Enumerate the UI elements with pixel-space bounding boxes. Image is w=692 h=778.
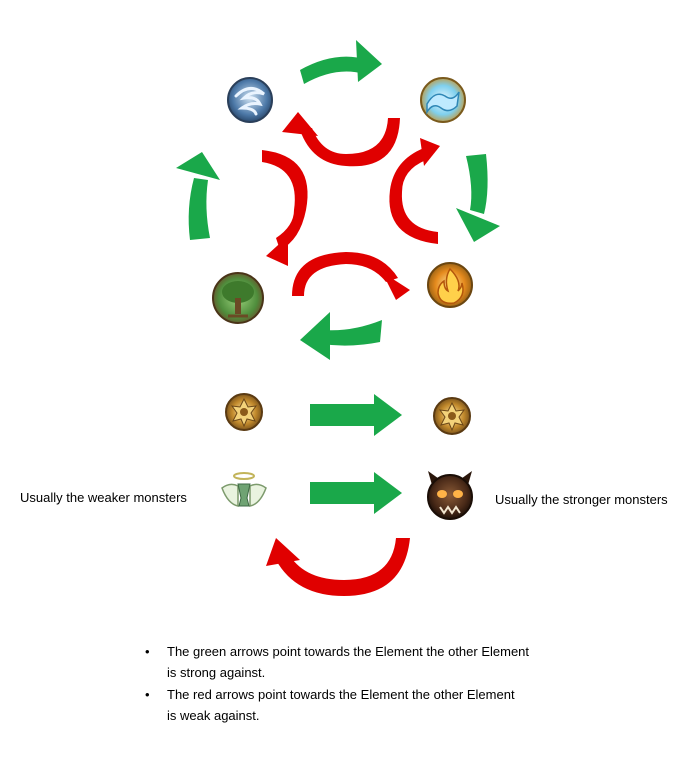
green-arrow-earth-to-wind: [176, 152, 220, 240]
bullet-icon: •: [145, 644, 150, 659]
green-arrow-light-to-light: [310, 394, 402, 436]
green-arrow-wind-to-water: [300, 40, 382, 84]
winged-chalice-icon: [221, 472, 267, 507]
red-arrow-fire-to-water: [389, 138, 440, 244]
green-arrow-fire-to-earth: [300, 312, 382, 360]
tree-icon: [212, 272, 264, 324]
bullet-icon: •: [145, 687, 150, 702]
swirl-wind-icon: [227, 77, 273, 123]
red-arrow-dark-to-holy: [266, 538, 410, 596]
horned-demon-icon: [427, 471, 473, 520]
red-arrow-earth-to-fire: [292, 252, 410, 300]
legend-list: • The green arrows point towards the Ele…: [145, 641, 605, 727]
legend-green-line2: is strong against.: [167, 665, 266, 680]
green-arrow-water-to-fire: [456, 154, 500, 242]
star-emblem-icon: [225, 393, 263, 431]
weaker-monsters-label: Usually the weaker monsters: [20, 490, 187, 505]
legend-item-red: • The red arrows point towards the Eleme…: [145, 684, 605, 726]
legend-item-green: • The green arrows point towards the Ele…: [145, 641, 605, 683]
red-arrow-water-to-wind: [282, 112, 400, 167]
star-emblem-icon: [433, 397, 471, 435]
green-arrow-holy-to-dark: [310, 472, 402, 514]
legend-red-line1: The red arrows point towards the Element…: [167, 687, 515, 702]
water-wave-icon: [420, 77, 466, 123]
stronger-monsters-label: Usually the stronger monsters: [495, 492, 668, 507]
element-cycle-diagram: [176, 40, 500, 596]
red-arrow-wind-to-earth: [262, 150, 308, 266]
flame-icon: [427, 262, 473, 308]
legend-red-line2: is weak against.: [167, 708, 260, 723]
legend-green-line1: The green arrows point towards the Eleme…: [167, 644, 530, 659]
